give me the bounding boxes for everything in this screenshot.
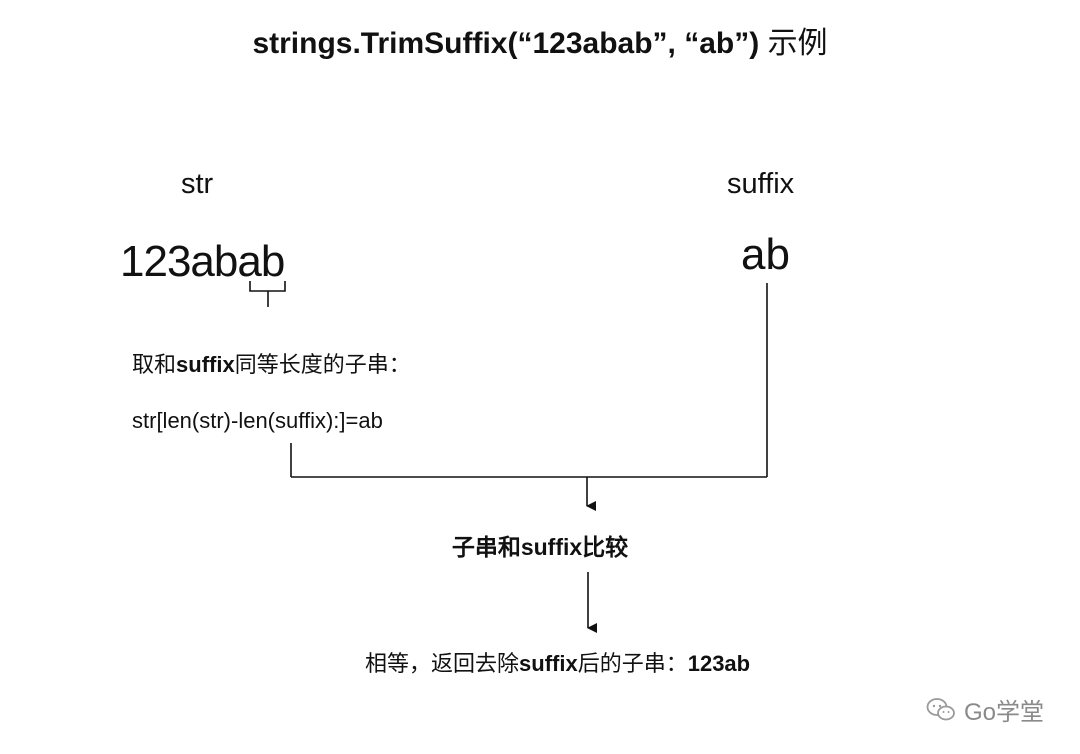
suffix-value: ab	[741, 230, 790, 279]
substring-desc-bold: suffix	[176, 352, 235, 377]
title-code: strings.TrimSuffix(“123abab”, “ab”)	[252, 27, 760, 60]
wechat-icon	[926, 697, 955, 720]
suffix-label: suffix	[727, 168, 795, 200]
substring-description: 取和suffix同等长度的子串：	[132, 347, 411, 379]
substring-desc-suffix: 同等长度的子串：	[234, 352, 411, 377]
result-prefix: 相等，返回去除	[365, 651, 520, 676]
title-suffix-text: 示例	[767, 27, 828, 60]
watermark: Go学堂	[926, 692, 1044, 727]
result-step: 相等，返回去除suffix后的子串：123ab	[365, 646, 750, 678]
substring-expression: str[len(str)-len(suffix):]=ab	[132, 408, 383, 433]
suffix-bracket	[249, 281, 286, 307]
str-label: str	[181, 168, 214, 200]
compare-step: 子串和suffix比较	[451, 534, 629, 560]
result-mid: 后的子串：	[577, 651, 688, 676]
watermark-text: Go学堂	[963, 699, 1044, 726]
substring-desc-prefix: 取和	[132, 352, 177, 377]
diagram-title: strings.TrimSuffix(“123abab”, “ab”) 示例	[0, 18, 1080, 62]
result-bold: suffix	[519, 651, 578, 676]
str-value: 123abab	[120, 237, 285, 286]
result-value: 123ab	[687, 651, 751, 676]
